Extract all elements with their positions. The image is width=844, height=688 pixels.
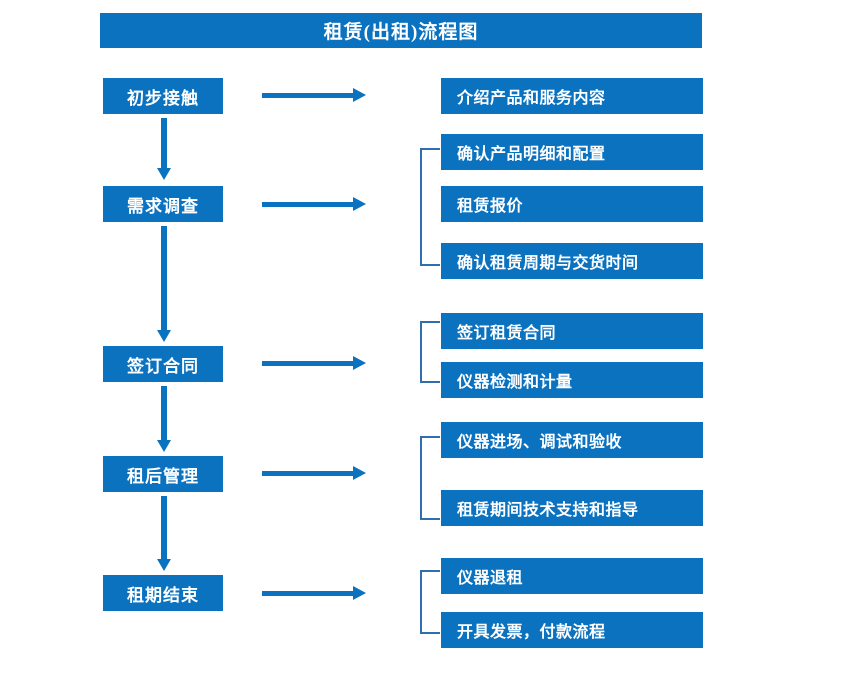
detail-box-5: 签订租赁合同 bbox=[441, 313, 703, 349]
arrow-shaft bbox=[262, 361, 354, 366]
arrow-right-icon-5 bbox=[262, 586, 366, 600]
arrow-shaft bbox=[262, 93, 354, 98]
arrow-head bbox=[157, 330, 171, 342]
group-bracket-icon-3 bbox=[420, 436, 440, 520]
arrow-head bbox=[157, 168, 171, 180]
arrow-right-icon-4 bbox=[262, 466, 366, 480]
group-bracket-icon-4 bbox=[420, 570, 440, 634]
detail-box-4: 确认租赁周期与交货时间 bbox=[441, 243, 703, 279]
arrow-shaft bbox=[161, 118, 167, 168]
detail-box-8-label: 租赁期间技术支持和指导 bbox=[457, 502, 639, 519]
arrow-head bbox=[353, 356, 366, 370]
detail-box-4-label: 确认租赁周期与交货时间 bbox=[457, 255, 639, 272]
arrow-down-icon-2 bbox=[157, 226, 171, 342]
detail-box-1: 介绍产品和服务内容 bbox=[441, 78, 703, 114]
arrow-down-icon-1 bbox=[157, 118, 171, 180]
group-bracket-icon-2 bbox=[420, 321, 440, 383]
detail-box-6: 仪器检测和计量 bbox=[441, 362, 703, 398]
detail-box-2: 确认产品明细和配置 bbox=[441, 134, 703, 170]
arrow-right-icon-3 bbox=[262, 356, 366, 370]
arrow-shaft bbox=[161, 226, 167, 330]
group-bracket-icon-1 bbox=[420, 148, 440, 266]
arrow-down-icon-4 bbox=[157, 496, 171, 571]
arrow-head bbox=[353, 197, 366, 211]
detail-box-9: 仪器退租 bbox=[441, 558, 703, 594]
detail-box-6-label: 仪器检测和计量 bbox=[457, 374, 573, 391]
arrow-right-icon-1 bbox=[262, 88, 366, 102]
stage-box-5: 租期结束 bbox=[103, 575, 223, 611]
page-title: 租赁(出租)流程图 bbox=[100, 13, 702, 48]
arrow-head bbox=[353, 466, 366, 480]
arrow-shaft bbox=[262, 591, 354, 596]
detail-box-3-label: 租赁报价 bbox=[457, 198, 524, 215]
stage-box-2: 需求调查 bbox=[103, 186, 223, 222]
arrow-right-icon-2 bbox=[262, 197, 366, 211]
arrow-head bbox=[353, 88, 366, 102]
stage-box-4-label: 租后管理 bbox=[127, 466, 199, 486]
stage-box-4: 租后管理 bbox=[103, 456, 223, 492]
detail-box-2-label: 确认产品明细和配置 bbox=[457, 146, 606, 163]
stage-box-1: 初步接触 bbox=[103, 78, 223, 114]
stage-box-3-label: 签订合同 bbox=[127, 356, 199, 376]
detail-box-7: 仪器进场、调试和验收 bbox=[441, 422, 703, 458]
stage-box-3: 签订合同 bbox=[103, 346, 223, 382]
detail-box-5-label: 签订租赁合同 bbox=[457, 325, 557, 342]
detail-box-3: 租赁报价 bbox=[441, 186, 703, 222]
detail-box-1-label: 介绍产品和服务内容 bbox=[457, 90, 606, 107]
detail-box-10: 开具发票，付款流程 bbox=[441, 612, 703, 648]
detail-box-8: 租赁期间技术支持和指导 bbox=[441, 490, 703, 526]
arrow-shaft bbox=[161, 496, 167, 559]
arrow-head bbox=[353, 586, 366, 600]
arrow-head bbox=[157, 440, 171, 452]
detail-box-7-label: 仪器进场、调试和验收 bbox=[457, 434, 623, 451]
arrow-shaft bbox=[262, 202, 354, 207]
arrow-shaft bbox=[262, 471, 354, 476]
arrow-down-icon-3 bbox=[157, 386, 171, 452]
arrow-head bbox=[157, 559, 171, 571]
stage-box-1-label: 初步接触 bbox=[127, 88, 199, 108]
stage-box-2-label: 需求调查 bbox=[127, 196, 199, 216]
stage-box-5-label: 租期结束 bbox=[127, 585, 199, 605]
arrow-shaft bbox=[161, 386, 167, 440]
detail-box-9-label: 仪器退租 bbox=[457, 570, 524, 587]
detail-box-10-label: 开具发票，付款流程 bbox=[457, 624, 606, 641]
